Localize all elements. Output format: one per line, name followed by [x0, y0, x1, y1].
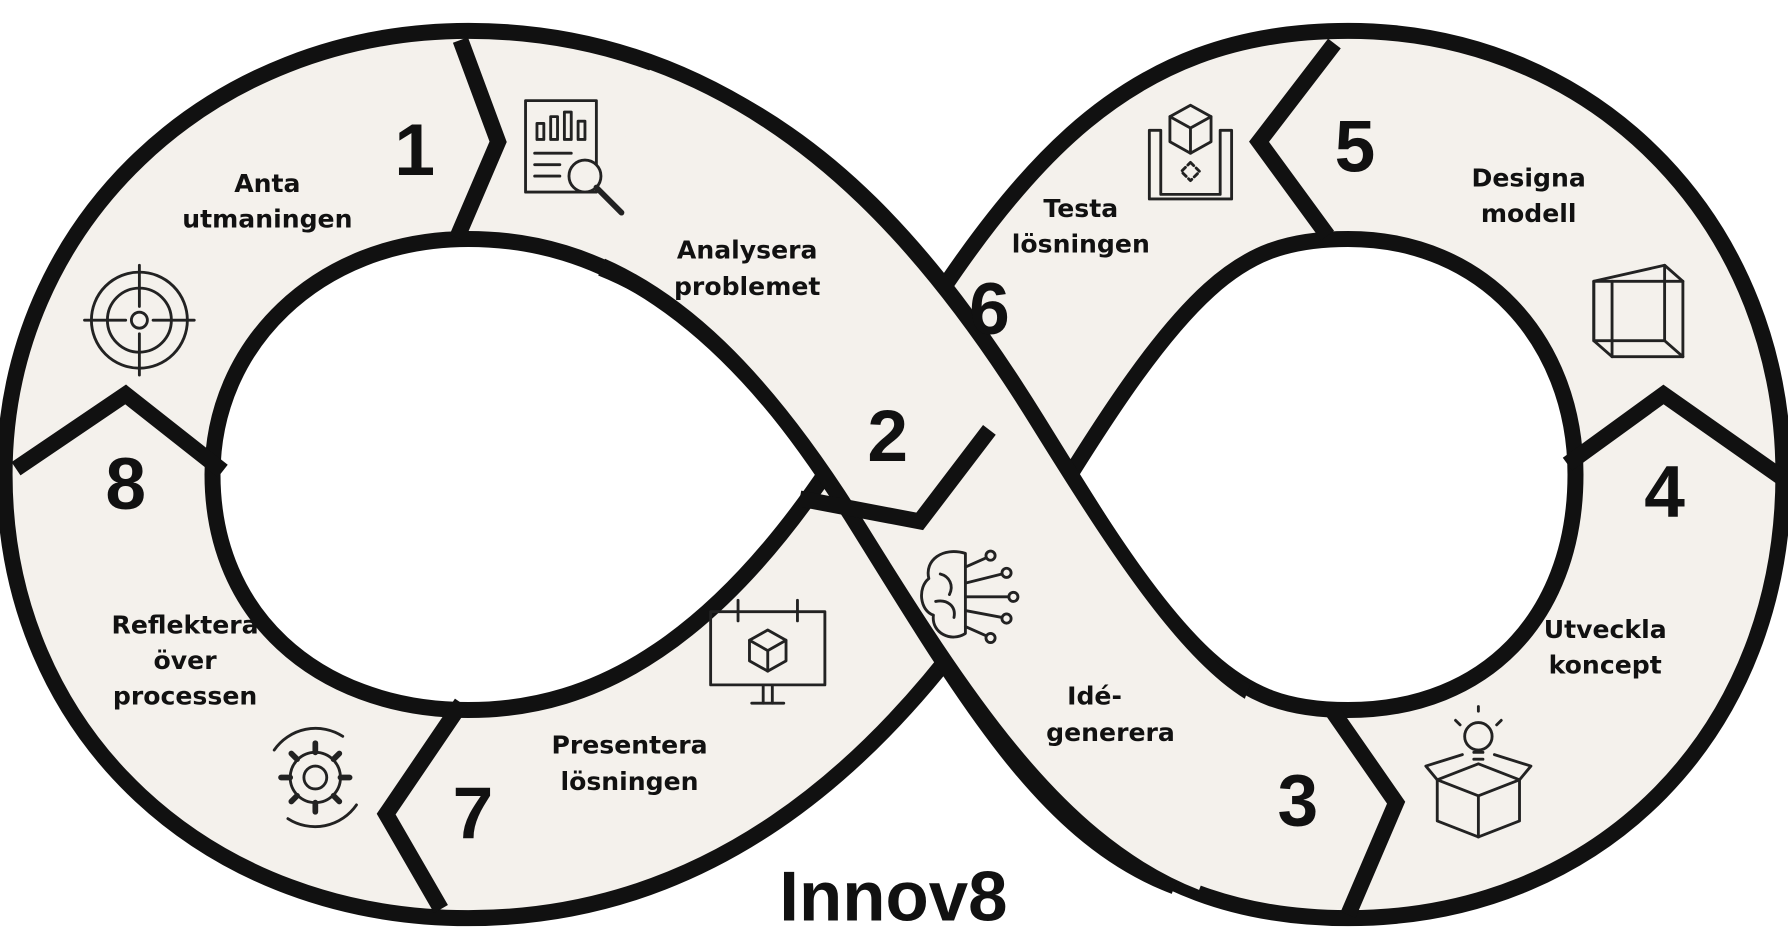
svg-text:modell: modell: [1481, 199, 1577, 228]
step-number-6: 6: [969, 269, 1010, 350]
svg-text:Anta: Anta: [234, 169, 300, 198]
svg-text:Reflektera: Reflektera: [112, 610, 259, 639]
wireframe-cube-icon: [1592, 263, 1685, 359]
svg-text:lösningen: lösningen: [560, 767, 698, 796]
svg-text:Presentera: Presentera: [551, 730, 707, 759]
svg-text:lösningen: lösningen: [1012, 230, 1150, 259]
step-number-8: 8: [105, 444, 146, 525]
svg-text:över: över: [154, 646, 218, 675]
svg-text:koncept: koncept: [1549, 650, 1662, 679]
svg-text:Idé-: Idé-: [1067, 681, 1122, 710]
step-number-2: 2: [867, 396, 908, 477]
diagram-title: Innov8: [779, 857, 1007, 936]
step-number-3: 3: [1278, 760, 1319, 841]
step-label-5: Designa modell: [1472, 163, 1586, 227]
step-label-1: Anta utmaningen: [182, 169, 352, 233]
brain-circuit-icon: [920, 549, 1020, 645]
step-number-1: 1: [394, 110, 435, 191]
svg-text:utmaningen: utmaningen: [182, 205, 352, 234]
step-label-4: Utveckla koncept: [1544, 615, 1667, 679]
segment-dividers: [11, 37, 1787, 918]
svg-text:Utveckla: Utveckla: [1544, 615, 1667, 644]
step-label-6: Testa lösningen: [1012, 194, 1150, 258]
target-icon: [83, 263, 196, 377]
blueprint-cube-icon: [1147, 103, 1234, 201]
report-magnifier-icon: [524, 99, 625, 216]
gear-cycle-icon: [272, 726, 358, 829]
svg-text:Testa: Testa: [1043, 194, 1118, 223]
step-label-8: Reflektera över processen: [112, 610, 259, 710]
step-label-3: Idé- generera: [1046, 681, 1175, 747]
step-label-7: Presentera lösningen: [551, 730, 707, 796]
presentation-board-icon: [709, 598, 827, 705]
step-number-7: 7: [453, 773, 494, 854]
svg-text:processen: processen: [113, 681, 257, 710]
step-number-5: 5: [1335, 106, 1376, 187]
svg-text:generera: generera: [1046, 718, 1175, 747]
lightbulb-box-icon: [1424, 705, 1533, 839]
svg-text:Analysera: Analysera: [677, 235, 818, 264]
svg-text:Designa: Designa: [1472, 163, 1586, 192]
svg-text:problemet: problemet: [674, 272, 820, 301]
step-number-4: 4: [1644, 452, 1685, 533]
step-label-2: Analysera problemet: [674, 235, 820, 301]
